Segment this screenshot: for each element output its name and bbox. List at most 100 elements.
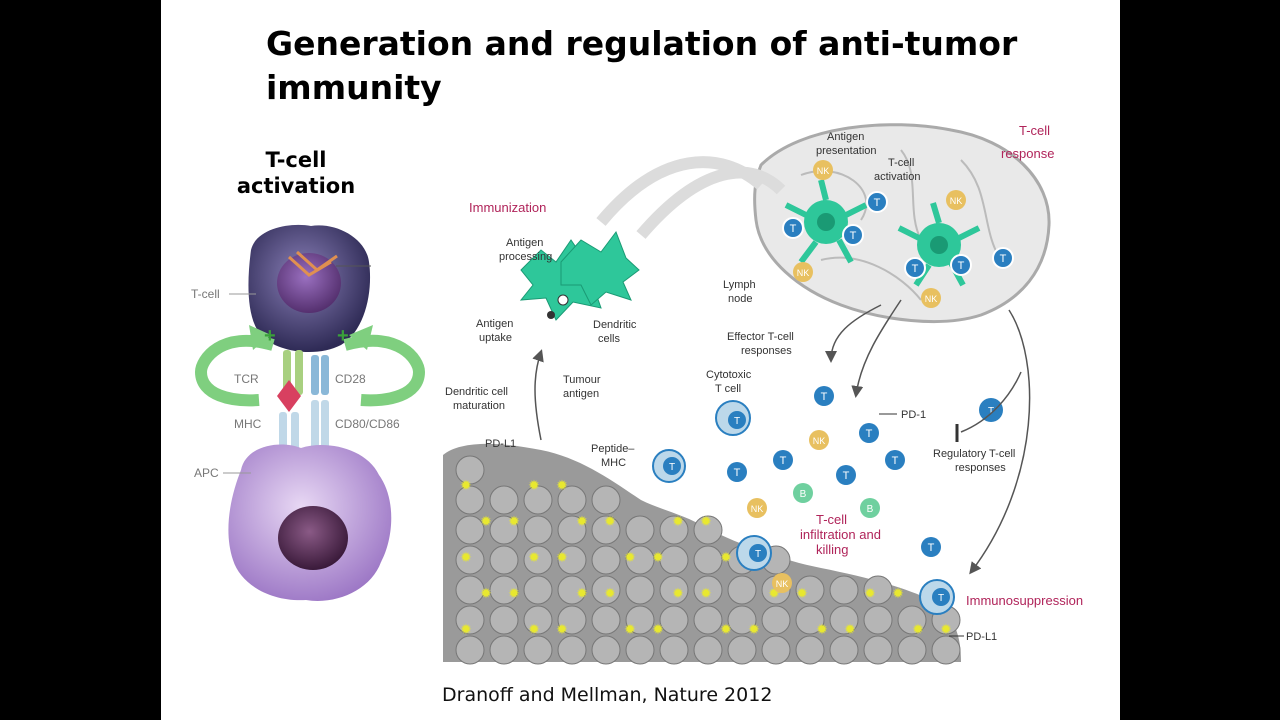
- tumour-cell: [455, 575, 485, 605]
- tumour-cell: [489, 635, 519, 665]
- tumour-cell: [795, 575, 825, 605]
- tumour-cell: [897, 635, 927, 665]
- svg-text:T: T: [892, 455, 899, 467]
- tumour-cell: [489, 545, 519, 575]
- tcell-icon: T: [836, 465, 856, 485]
- tumour-antigen-star-icon: ✹: [700, 585, 712, 601]
- tumour-cell: [931, 635, 961, 665]
- tumour-antigen-star-icon: ✹: [480, 585, 492, 601]
- tumour-cell: [455, 605, 485, 635]
- tumour-cell: [693, 575, 723, 605]
- anti-tumor-immunity-diagram: T T T T T T NK NK NK NK ✹ ✹ ✹ ✹ ✹ ✹ ✹ ✹ ✹ ✹ ✹ ✹ ✹ ✹ ✹ ✹…: [443, 123, 1083, 665]
- svg-text:NK: NK: [817, 166, 830, 176]
- tcell-icon: T: [904, 257, 926, 279]
- nk-cell-icon: NK: [813, 160, 833, 180]
- tumour-antigen-star-icon: ✹: [556, 621, 568, 637]
- tumour-antigen-star-icon: ✹: [940, 621, 952, 637]
- label-tcell-activation-1: T-cell: [888, 157, 914, 169]
- effector-cells: T T T T T T T T T NK NK NK B B T T T: [652, 386, 1003, 615]
- tumour-cell: [659, 635, 689, 665]
- svg-text:T: T: [850, 230, 857, 242]
- tumour-antigen-star-icon: ✹: [460, 477, 472, 493]
- label-antigen-uptake-2: uptake: [479, 332, 512, 344]
- label-immunosuppression: Immunosuppression: [966, 593, 1083, 608]
- label-dendritic-cells-2: cells: [598, 333, 621, 345]
- tcell-icon: T: [814, 386, 834, 406]
- tumour-cell: [523, 485, 553, 515]
- tcell-icon: T: [921, 537, 941, 557]
- tumour-antigen-star-icon: ✹: [720, 621, 732, 637]
- nk-cell-icon: NK: [921, 288, 941, 308]
- tumour-antigen-star-icon: ✹: [624, 621, 636, 637]
- migration-arrow-2: [636, 166, 786, 239]
- svg-text:NK: NK: [813, 436, 826, 446]
- svg-text:B: B: [800, 489, 807, 500]
- plus-icon-right: +: [337, 325, 349, 347]
- costimulation-arrows: + +: [194, 325, 426, 407]
- receptor-complex: [277, 350, 329, 457]
- label-pdl1-left: PD-L1: [485, 438, 516, 450]
- tumour-cell: [557, 485, 587, 515]
- tumour-antigen-star-icon: ✹: [912, 621, 924, 637]
- tumour-cell: [523, 545, 553, 575]
- tumour-cell: [591, 575, 621, 605]
- citation: Dranoff and Mellman, Nature 2012: [442, 684, 773, 706]
- tumour-cell: [659, 515, 689, 545]
- tumour-antigen-star-icon: ✹: [508, 585, 520, 601]
- label-regulatory-2: responses: [955, 462, 1006, 474]
- tcr-icon: [287, 250, 338, 277]
- label-dc-maturation-2: maturation: [453, 400, 505, 412]
- tumour-antigen-star-icon: ✹: [892, 585, 904, 601]
- tumour-cell: [557, 575, 587, 605]
- tumour-cell: [727, 605, 757, 635]
- tumour-antigen-star-icon: ✹: [796, 585, 808, 601]
- tumour-antigen-star-icon: ✹: [720, 549, 732, 565]
- tcell-activation-illustration: + + T-cell TCR CD28 MHC CD80/CD86 APC: [191, 224, 426, 601]
- tumour-antigen-star-icon: ✹: [508, 513, 520, 529]
- tumour-antigen-star-icon: ✹: [576, 513, 588, 529]
- label-tumour-antigen-2: antigen: [563, 388, 599, 400]
- left-curved-arrow-icon: [194, 334, 275, 407]
- label-cd28: CD28: [335, 372, 366, 386]
- tcell-icon: T: [727, 462, 747, 482]
- nk-cell-icon: NK: [772, 573, 792, 593]
- tcell-icon: T: [782, 217, 804, 239]
- tcell-icon: T: [919, 579, 955, 615]
- dendritic-cell-ln-1: [784, 179, 868, 264]
- title-line-2: immunity: [266, 68, 442, 107]
- tcell-icon: T: [652, 449, 686, 483]
- tumour-cell: [455, 635, 485, 665]
- tumour-cell: [693, 515, 723, 545]
- label-tcell: T-cell: [191, 287, 220, 301]
- svg-text:T: T: [928, 542, 935, 554]
- label-tcell-response-1: T-cell: [1019, 123, 1050, 138]
- label-dc-maturation-1: Dendritic cell: [445, 386, 508, 398]
- tumour-cell: [727, 575, 757, 605]
- label-tcr: TCR: [234, 372, 259, 386]
- label-effector-1: Effector T-cell: [727, 331, 794, 343]
- nk-cell-icon: NK: [809, 430, 829, 450]
- heading-line-2: activation: [236, 174, 356, 198]
- tumour-cell: [659, 575, 689, 605]
- heading-line-1: T-cell: [265, 148, 327, 172]
- svg-text:T: T: [866, 428, 873, 440]
- tcell-icon: T: [859, 423, 879, 443]
- label-antigen-presentation-2: presentation: [816, 145, 877, 157]
- tumour-cell: [523, 635, 553, 665]
- svg-text:T: T: [843, 470, 850, 482]
- tumour-antigen-star-icon: ✹: [652, 549, 664, 565]
- tumour-cell: [455, 485, 485, 515]
- label-regulatory-1: Regulatory T-cell: [933, 448, 1015, 460]
- tumour-cell: [489, 485, 519, 515]
- svg-text:T: T: [755, 549, 761, 560]
- tcell-icon: T: [885, 450, 905, 470]
- apc-nucleus: [278, 506, 348, 570]
- tumour-antigen-star-icon: ✹: [844, 621, 856, 637]
- tumour-cell: [557, 515, 587, 545]
- tumour-cell: [625, 545, 655, 575]
- label-cd80: CD80/CD86: [335, 417, 400, 431]
- label-infiltration-3: killing: [816, 542, 849, 557]
- svg-text:T: T: [821, 391, 828, 403]
- nk-cell-icon: NK: [946, 190, 966, 210]
- tumour-cell: [863, 605, 893, 635]
